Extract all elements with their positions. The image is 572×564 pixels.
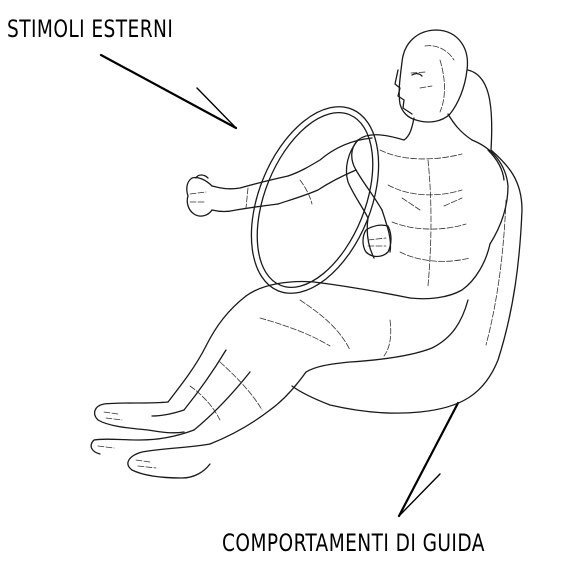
steering-wheel	[226, 88, 403, 312]
output-arrow	[399, 403, 458, 516]
driver-illustration	[91, 30, 522, 478]
input-arrow	[101, 55, 236, 128]
driver-left-arm	[212, 138, 372, 212]
driver-legs	[91, 282, 468, 478]
driver-left-hand	[187, 175, 212, 216]
seat	[292, 70, 522, 413]
driver-right-arm	[346, 140, 391, 258]
driver-torso	[352, 114, 508, 299]
driver-head	[395, 30, 467, 122]
